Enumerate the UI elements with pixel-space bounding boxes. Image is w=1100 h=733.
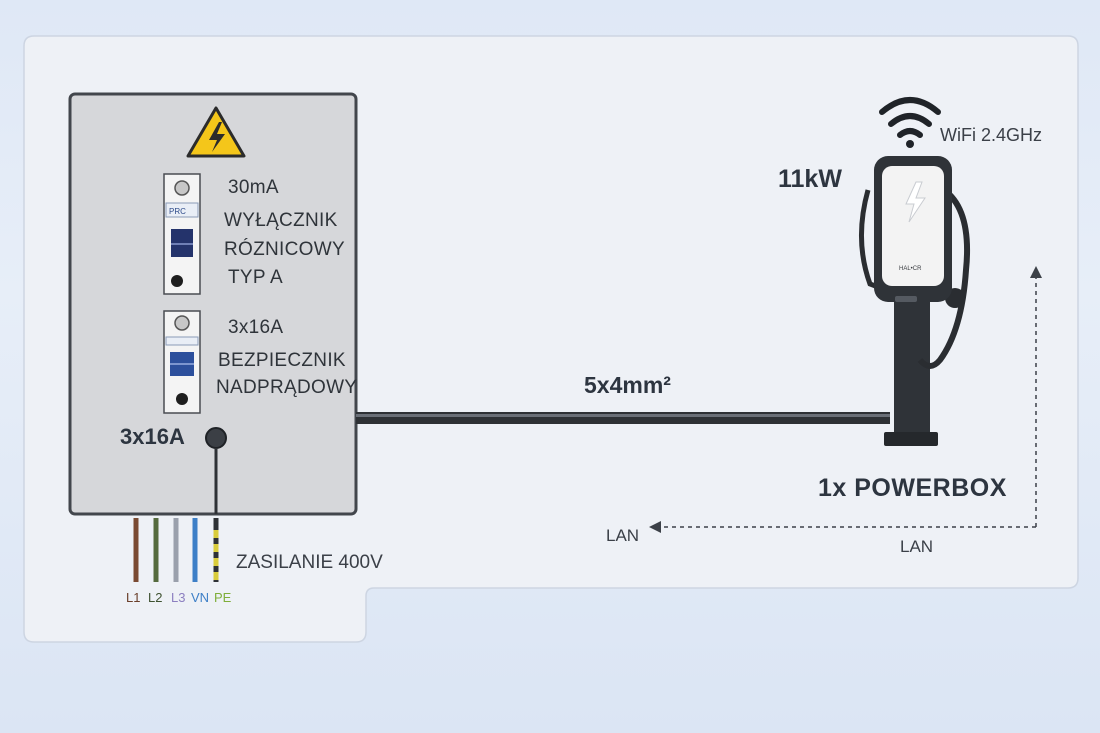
lan-label-bottom: LAN [900,537,934,556]
mcb-device [163,310,201,414]
rcd-badge: PRC [169,207,186,216]
wifi-label: WiFi 2.4GHz [940,125,1043,145]
main-cable [356,412,890,424]
wifi-icon [879,97,941,148]
charger-power: 11kW [778,165,842,193]
mcb-rating: 3x16A [228,317,284,338]
wire-label-pe: PE [214,590,232,605]
rcd-device [163,173,201,295]
supply-wires [133,518,219,582]
warning-icon [186,106,246,158]
supply-label: ZASILANIE 400V [236,552,383,573]
connector-gland [205,427,227,449]
rcd-name-line3: TYP A [228,267,284,288]
charger-unit [859,156,971,446]
cable-label: 5x4mm² [584,372,671,398]
charger-brand: HAL•CR [899,266,922,272]
charger-name: 1x POWERBOX [818,474,1007,502]
wire-label-l2: L2 [148,590,163,605]
lan-label-left: LAN [606,526,640,545]
rcd-name-line1: WYŁĄCZNIK [224,210,338,231]
wire-label-l1: L1 [126,590,141,605]
mcb-name-line2: NADPRĄDOWY [216,377,358,398]
wire-label-n: VN [191,590,210,605]
rcd-name-line2: RÓZNICOWY [224,239,345,260]
wire-label-l3: L3 [171,590,186,605]
rcd-rating: 30mA [228,177,279,198]
mcb-name-line1: BEZPIECZNIK [218,350,346,371]
lan-connection [649,266,1042,533]
distribution-cabinet [68,92,358,516]
connector-label: 3x16A [120,424,185,449]
